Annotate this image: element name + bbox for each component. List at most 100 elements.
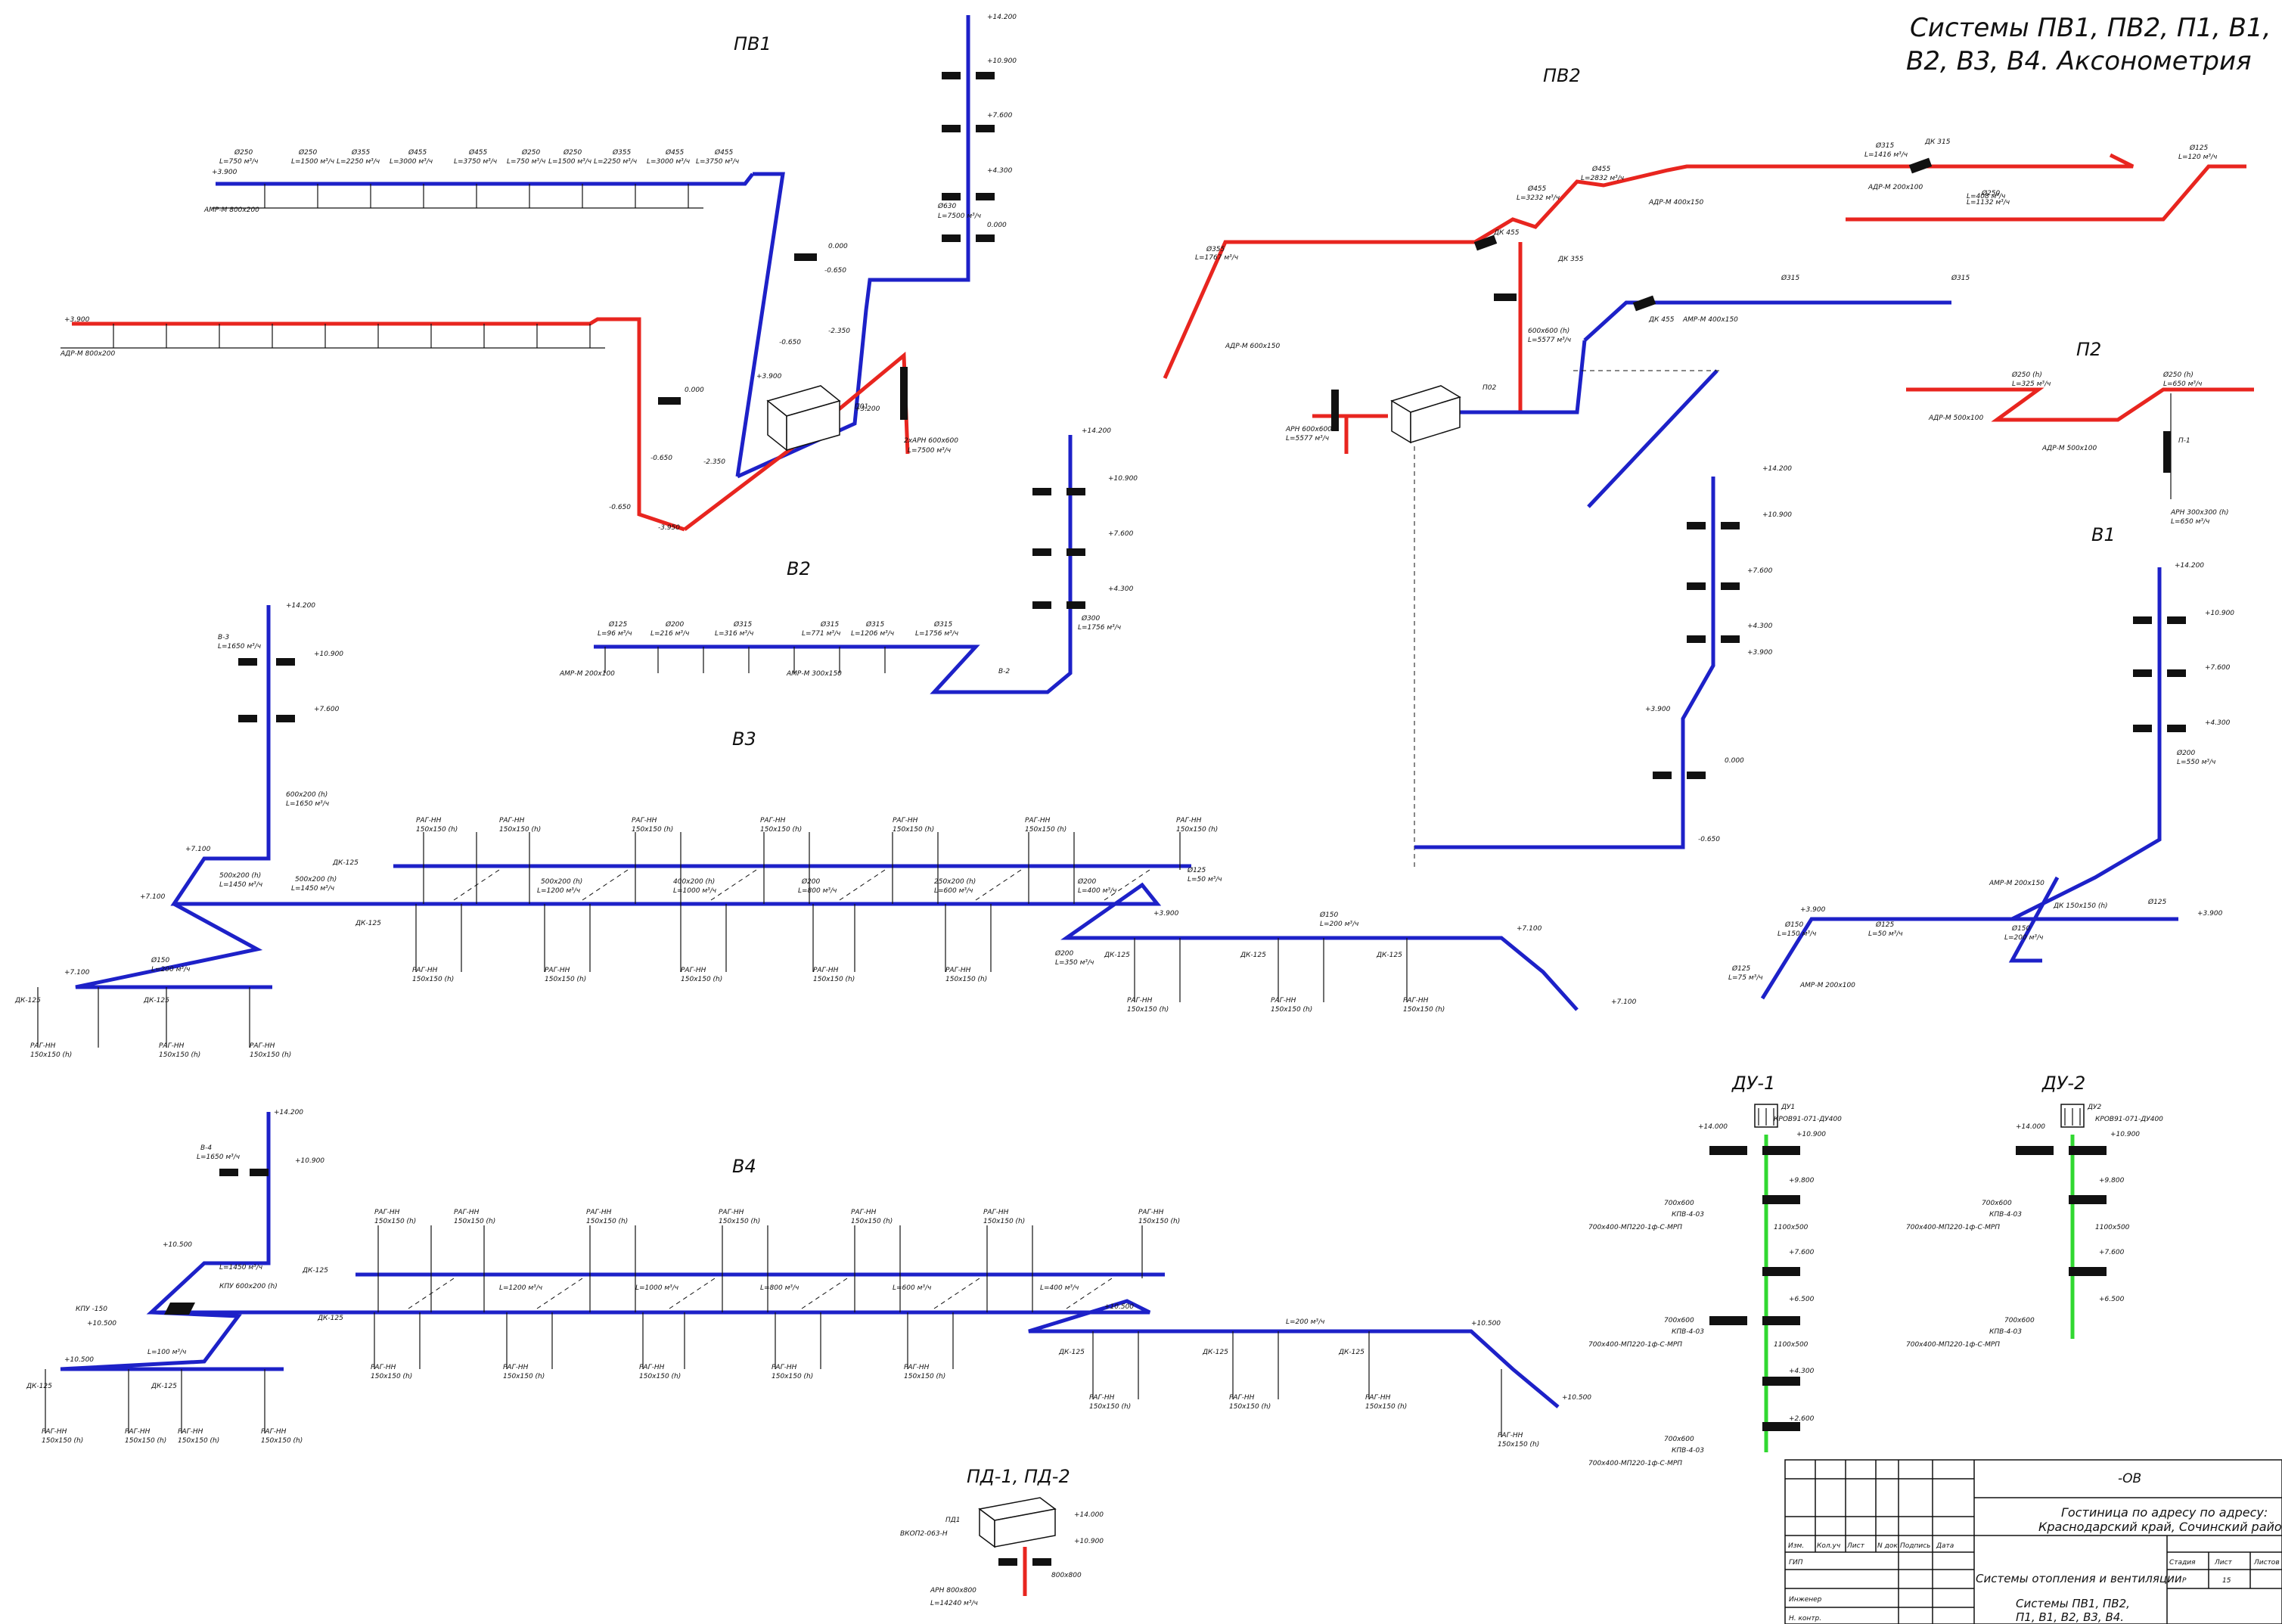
v1-flow-1: L=550 м³/ч (2177, 759, 2215, 766)
pv1-upper-labels: Ø250 L=750 м³/ч Ø250 L=1500 м³/ч Ø355 L=… (219, 148, 739, 166)
v4-flow-3: L=1000 м³/ч (635, 1284, 678, 1292)
v3-riser-flow: L=1650 м³/ч (218, 643, 261, 651)
system-du2-caption: ДУ-2 (2041, 1073, 2085, 1094)
level-pv1-15: -3.950 (658, 524, 680, 532)
system-p2: П2 Ø250 (h) L=325 м³/ч Ø250 (h) L=650 м³… (1906, 339, 2254, 526)
level-pv1-6: 0.000 (828, 243, 848, 250)
v4-grille-size-4: 150х150 (h) (719, 1218, 760, 1225)
v4-riser: В-4 (200, 1144, 212, 1152)
v4-grille-size-20: 150х150 (h) (261, 1437, 303, 1445)
v3-grille-1: РАГ-НН (416, 817, 442, 824)
du2-valve-size-2: 700х600 (2004, 1317, 2035, 1324)
v2-duct-3: Ø315 (733, 620, 753, 629)
v3-flow-9: L=350 м³/ч (1055, 959, 1094, 967)
center-riser-valves (1653, 522, 1740, 779)
v3-grille-size-5: 150х150 (h) (893, 826, 934, 834)
pv1-flow-9: L=3000 м³/ч (647, 158, 690, 166)
v3-grille-size-4: 150х150 (h) (760, 826, 802, 834)
pv2-grille-1: АДР-М 600х150 (1225, 343, 1280, 350)
system-du1: ДУ-1 ДУ1 КРОВ91-071-ДУ400 1100х500 1100х… (1588, 1073, 1842, 1467)
v3-grille-15: РАГ-НН (1403, 997, 1429, 1005)
v2-duct-2: Ø200 (665, 620, 685, 629)
pv1-flow-4: L=3000 м³/ч (390, 158, 433, 166)
level-v3-7: +3.900 (1153, 910, 1179, 918)
stamp-sheet-header: Лист (2214, 1559, 2233, 1567)
level-v3-3: +7.600 (314, 706, 340, 713)
p2-grille-1: АДР-М 500х100 (1928, 415, 1983, 422)
v3-grille-size-3: 150х150 (h) (632, 826, 673, 834)
v4-grille-19: РАГ-НН (178, 1428, 203, 1436)
stamp-header-4: N док. (1877, 1542, 1900, 1550)
system-du2: ДУ-2 ДУ2 КРОВ91-071-ДУ400 1100х500 700х6… (1906, 1073, 2163, 1349)
v3-duct-main: 600х200 (h) (286, 791, 328, 799)
system-v3-caption: В3 (732, 728, 756, 750)
v2-valves (1032, 488, 1085, 609)
du2-level-5: +6.500 (2099, 1296, 2125, 1303)
v3-grille-18: РАГ-НН (250, 1042, 275, 1050)
p2-duct-1: Ø250 (h) (2011, 371, 2042, 379)
v4-flow-7: L=200 м³/ч (1286, 1318, 1324, 1326)
v3-flow-2: L=1450 м³/ч (291, 885, 334, 893)
level-v1-5: +3.900 (1800, 906, 1826, 914)
v4-grille-size-15: 150х150 (h) (1365, 1403, 1407, 1411)
stamp-role-3: Н. контр. (1789, 1615, 1821, 1622)
v3-left-branch (75, 902, 272, 989)
v3-duct-labels: ДК-125 ДК-125 ДК-125 ДК-125 ДК-125 ДК-12… (14, 859, 1402, 1005)
du1-fan (1754, 1104, 1778, 1128)
v3-grille-size-15: 150х150 (h) (1403, 1006, 1445, 1014)
level-pv1-16: +3.900 (212, 169, 238, 176)
system-pv2-caption: ПВ2 (1543, 65, 1581, 86)
v3-grille-size-16: 150х150 (h) (30, 1051, 72, 1059)
level-v1-1: +14.200 (2175, 562, 2204, 570)
v3-grille-size-9: 150х150 (h) (545, 976, 586, 983)
v3-duct-5: Ø200 (801, 877, 821, 886)
v4-grille-17: РАГ-НН (42, 1428, 67, 1436)
system-v4: В4 В-4 L=1650 м³/ч КПУ -150 КПУ 600х200 … (26, 1112, 1560, 1449)
pd-arn: АРН 800х800 (930, 1587, 976, 1595)
pv1-flow-8: L=2250 м³/ч (594, 158, 637, 166)
du1-valve-full-2: 700х400-МП220-1ф-С-МРП (1588, 1341, 1682, 1349)
du1-fan-model: КРОВ91-071-ДУ400 (1774, 1116, 1842, 1123)
system-v2: В2 Ø125 L=96 м³/ч Ø200 L=216 м³/ч Ø315 L… (559, 435, 1121, 694)
du1-valve-3: КПВ-4-03 (1672, 1447, 1704, 1455)
pd-level-1: +14.000 (1074, 1511, 1104, 1519)
pv2-label-8: Ø315 (1951, 274, 1970, 282)
p2-arn: АРН 300х300 (h) (2170, 509, 2228, 517)
pv2-devices (1331, 157, 1933, 431)
pd-level-2: +10.900 (1074, 1538, 1104, 1545)
system-pv1: ПВ1 П01 2хАРН 600х600 L=7500 м³/ч Ø630 L… (60, 15, 995, 532)
pv2-flow-1: L=1767 м³/ч (1195, 254, 1238, 262)
du1-valve-size-1: 700х600 (1664, 1200, 1694, 1207)
v4-grille-size-3: 150х150 (h) (586, 1218, 628, 1225)
pv2-flow-4: L=1416 м³/ч (1864, 151, 1908, 159)
du1-valve-full-1: 700х400-МП220-1ф-С-МРП (1588, 1224, 1682, 1231)
pv1-main-flow: L=7500 м³/ч (938, 213, 981, 220)
v3-dk-3: ДК-125 (1104, 952, 1130, 959)
v4-main (146, 1112, 1560, 1408)
v3-dk-6: ДК-125 (14, 997, 41, 1005)
system-v4-caption: В4 (732, 1156, 756, 1177)
v4-grille-11: РАГ-НН (772, 1364, 797, 1371)
v3-flow-11: L=200 м³/ч (151, 966, 190, 973)
level-pv1-17: +3.900 (64, 316, 90, 324)
v1-main (1760, 567, 2162, 1000)
v3-grille-7: РАГ-НН (1176, 817, 1202, 824)
v3-duct-10: Ø150 (1319, 911, 1339, 919)
v3-flow-10: L=200 м³/ч (1320, 921, 1358, 928)
v1-grille-2: АМР-М 200х150 (1989, 880, 2044, 887)
v3-grille-12: РАГ-НН (945, 967, 971, 974)
stamp-stage: Р (2182, 1577, 2187, 1585)
level-markers: +14.200 +10.900 +7.600 +4.300 0.000 0.00… (64, 14, 2234, 1402)
level-v4-7: +10.500 (1471, 1320, 1501, 1327)
level-v2-4: +4.300 (1108, 585, 1134, 593)
stamp-headers: Изм. Кол.уч Лист N док. Подпись Дата (1788, 1542, 1954, 1550)
v4-grille-14: РАГ-НН (1229, 1394, 1255, 1402)
v3-riser: В-3 (218, 634, 229, 641)
pv2-grille-3: АДР-М 200х100 (1868, 184, 1923, 191)
v4-duct-labels: ДК-125 ДК-125 ДК-125 ДК-125 ДК-125 ДК-12… (26, 1267, 1365, 1390)
pv1-flow-2: L=1500 м³/ч (291, 158, 334, 166)
v3-duct-main-flow: L=1650 м³/ч (286, 800, 329, 808)
pv2-label-2: Ø455 (1591, 165, 1611, 173)
v4-grille-size-5: 150х150 (h) (851, 1218, 893, 1225)
p2-duct (1906, 387, 2254, 422)
